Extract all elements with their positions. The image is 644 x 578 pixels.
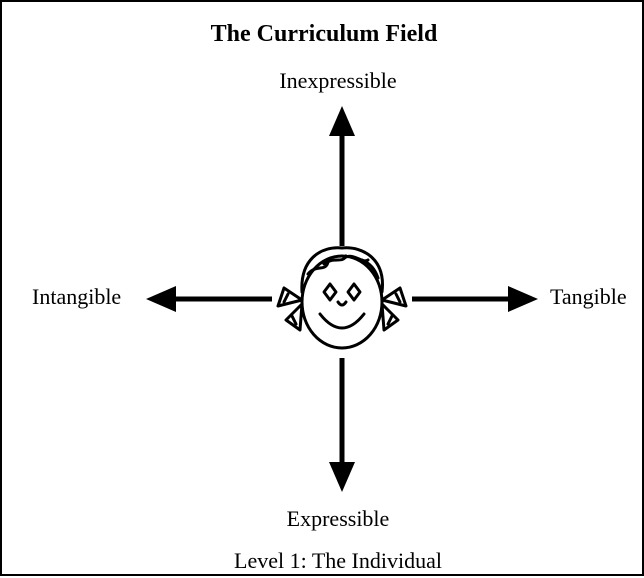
axis-label-top: Inexpressible	[279, 68, 397, 93]
child-face-icon	[276, 246, 408, 350]
arrow-down	[329, 358, 355, 492]
axis-label-bottom: Expressible	[286, 506, 390, 531]
arrow-left	[146, 286, 272, 312]
axis-label-right: Tangible	[550, 284, 627, 309]
arrow-up	[329, 106, 355, 246]
diagram-caption: Level 1: The Individual	[234, 548, 442, 573]
axis-label-left: Intangible	[32, 284, 122, 309]
diagram-title: The Curriculum Field	[210, 21, 438, 47]
arrow-right	[412, 286, 538, 312]
